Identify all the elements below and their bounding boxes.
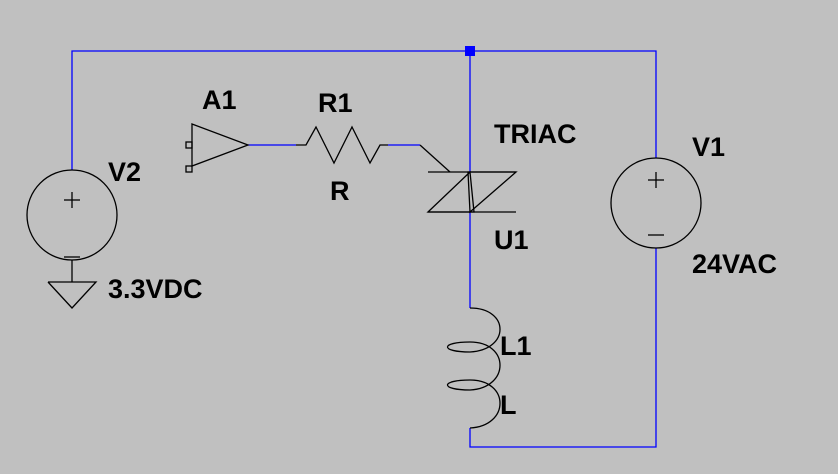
label-u1-value: TRIAC <box>494 119 577 149</box>
wires <box>71 50 657 448</box>
amplifier-a1[interactable] <box>185 123 250 173</box>
triac-u1[interactable] <box>419 144 518 214</box>
label-r1-value: R <box>330 176 350 206</box>
resistor-r1[interactable] <box>296 125 388 165</box>
label-u1-name: U1 <box>494 225 529 255</box>
label-l1-name: L1 <box>500 331 532 361</box>
voltage-source-v1[interactable] <box>610 157 702 249</box>
voltage-source-v2[interactable] <box>26 169 118 282</box>
label-v1-value: 24VAC <box>692 249 777 279</box>
wire-top[interactable] <box>71 50 657 170</box>
label-v2-value: 3.3VDC <box>108 274 203 304</box>
wire-bottom[interactable] <box>469 248 657 448</box>
label-a1-name: A1 <box>202 85 237 115</box>
label-v2-name: V2 <box>108 157 141 187</box>
inductor-l1[interactable] <box>447 307 501 429</box>
label-l1-value: L <box>500 390 517 420</box>
label-r1-name: R1 <box>318 88 353 118</box>
junction-dot[interactable] <box>465 46 475 56</box>
ground-icon <box>47 281 98 309</box>
label-v1-name: V1 <box>692 132 725 162</box>
